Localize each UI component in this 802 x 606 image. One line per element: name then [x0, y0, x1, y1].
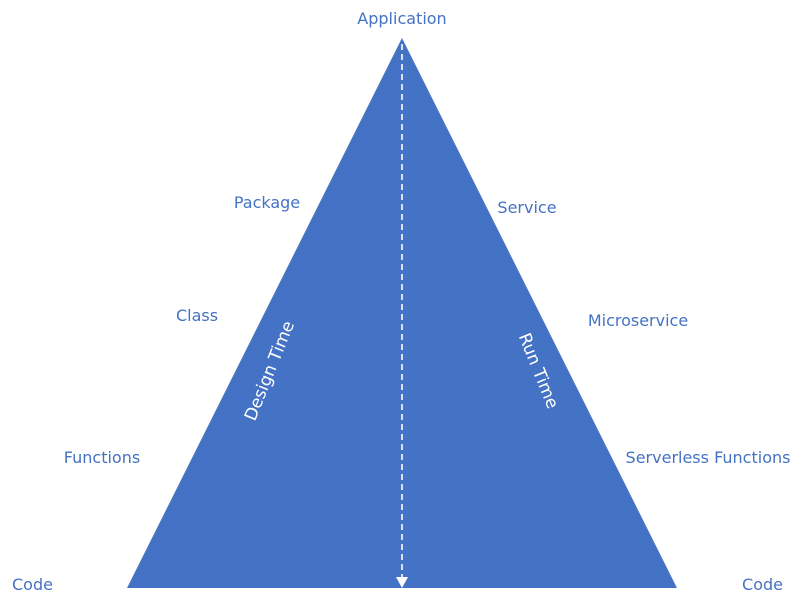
label-package: Package — [234, 193, 300, 212]
label-application: Application — [357, 9, 446, 28]
label-functions: Functions — [64, 448, 140, 467]
center-arrow-head — [396, 577, 408, 588]
label-microservice: Microservice — [588, 311, 688, 330]
label-code-right: Code — [742, 575, 783, 594]
label-code-left: Code — [12, 575, 53, 594]
pyramid-triangle — [127, 38, 677, 588]
label-serverless-functions: Serverless Functions — [626, 448, 791, 467]
label-service: Service — [497, 198, 556, 217]
label-class: Class — [176, 306, 218, 325]
